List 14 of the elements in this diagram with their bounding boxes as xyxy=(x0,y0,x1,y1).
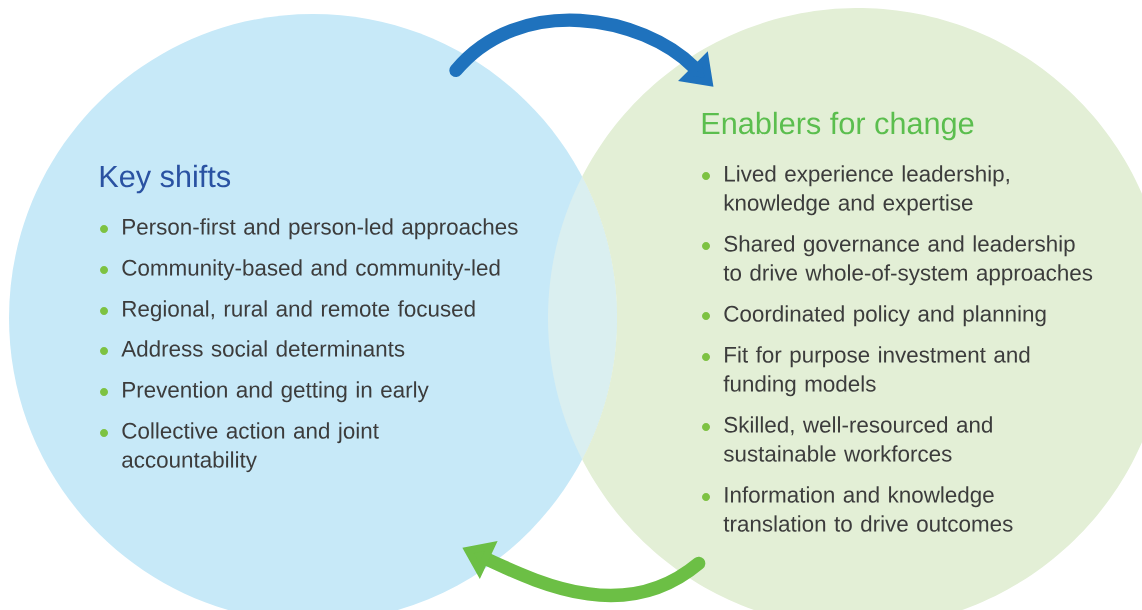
bullet-text: Community-based and community-led xyxy=(122,259,500,281)
bullet-text: Regional, rural and remote focused xyxy=(123,300,475,322)
bullet-text: Coordinated policy and planning xyxy=(724,305,1046,327)
bullet-text: Fit for purpose investment and funding models xyxy=(723,346,1030,397)
bullet-text: Skilled, well-resourced and sustainable workforces xyxy=(723,416,992,462)
bullet-text: Prevention and getting in early xyxy=(123,381,429,403)
heading: Enablers for change xyxy=(702,111,974,141)
bullet-text: Shared governance and leadership to drive whole-of-system approaches xyxy=(723,235,1093,286)
bullet-text: Address social determinants xyxy=(121,340,405,357)
bullet-text: Lived experience leadership, knowledge and expertise xyxy=(724,165,1009,216)
bullet-text: Collective action and joint accountability xyxy=(122,422,379,473)
heading: Key shifts xyxy=(100,164,231,194)
bullet-text: Person-first and person-led approaches xyxy=(123,218,518,240)
bullet-text: Information and knowledge translation to drive outcomes xyxy=(723,486,1013,532)
